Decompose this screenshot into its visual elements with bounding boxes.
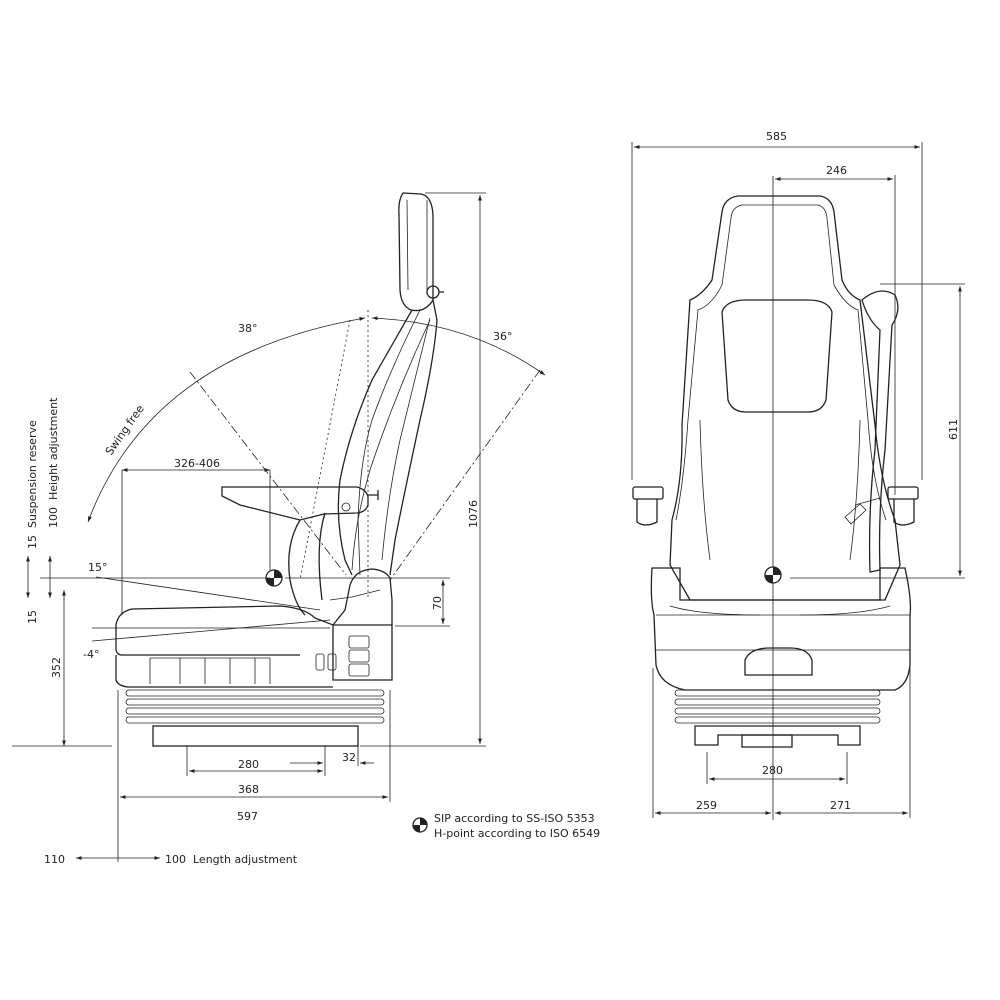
sip-height-70-label: 70 bbox=[431, 596, 444, 610]
height-352-label: 352 bbox=[50, 657, 63, 678]
depth-368-label: 368 bbox=[238, 783, 259, 796]
swing-free-label: Swing free bbox=[103, 402, 147, 457]
offset-246-label: 246 bbox=[826, 164, 847, 177]
front-base-280-label: 280 bbox=[762, 764, 783, 777]
total-height-label: 1076 bbox=[467, 500, 480, 528]
height-value-label: 100 bbox=[47, 507, 60, 528]
swing-free-arc bbox=[87, 317, 366, 523]
legend-sip-icon bbox=[412, 817, 428, 833]
length-110-label: 110 bbox=[44, 853, 65, 866]
length-adjustment-label: Length adjustment bbox=[193, 853, 298, 866]
width-585-label: 585 bbox=[766, 130, 787, 143]
angle-36-label: 36° bbox=[493, 330, 513, 343]
side-suspension bbox=[125, 689, 385, 747]
height-611-label: 611 bbox=[947, 419, 960, 440]
side-seatbelt bbox=[351, 319, 431, 571]
side-cushion bbox=[115, 568, 393, 688]
side-sip-icon bbox=[265, 569, 283, 587]
legend-line-2: H-point according to ISO 6549 bbox=[434, 827, 600, 840]
front-view: 585 246 611 280 259 271 bbox=[631, 130, 965, 820]
legend-line-1: SIP according to SS-ISO 5353 bbox=[434, 812, 595, 825]
length-100-label: 100 bbox=[165, 853, 186, 866]
angle-38-label: 38° bbox=[238, 322, 258, 335]
suspension-reserve-label: Suspension reserve bbox=[26, 420, 39, 528]
front-sip-icon bbox=[764, 566, 782, 584]
left-259-label: 259 bbox=[696, 799, 717, 812]
offset-32-label: 32 bbox=[342, 751, 356, 764]
angle-36-arc bbox=[371, 316, 546, 376]
suspension-value-label: 15 bbox=[26, 535, 39, 549]
armrest-range-label: 326-406 bbox=[174, 457, 220, 470]
angle-15-label: 15° bbox=[88, 561, 108, 574]
base-280-label: 280 bbox=[238, 758, 259, 771]
right-271-label: 271 bbox=[830, 799, 851, 812]
height-adjustment-label: Height adjustment bbox=[47, 397, 60, 500]
legend: SIP according to SS-ISO 5353 H-point acc… bbox=[412, 812, 600, 840]
depth-597-label: 597 bbox=[237, 810, 258, 823]
side-backrest bbox=[337, 192, 444, 576]
side-armrest bbox=[221, 486, 379, 616]
lower-15-label: 15 bbox=[26, 610, 39, 624]
side-view: Swing free 38° 36° 326-406 15° -4° Suspe… bbox=[12, 192, 546, 866]
angle-minus4-label: -4° bbox=[83, 648, 99, 661]
